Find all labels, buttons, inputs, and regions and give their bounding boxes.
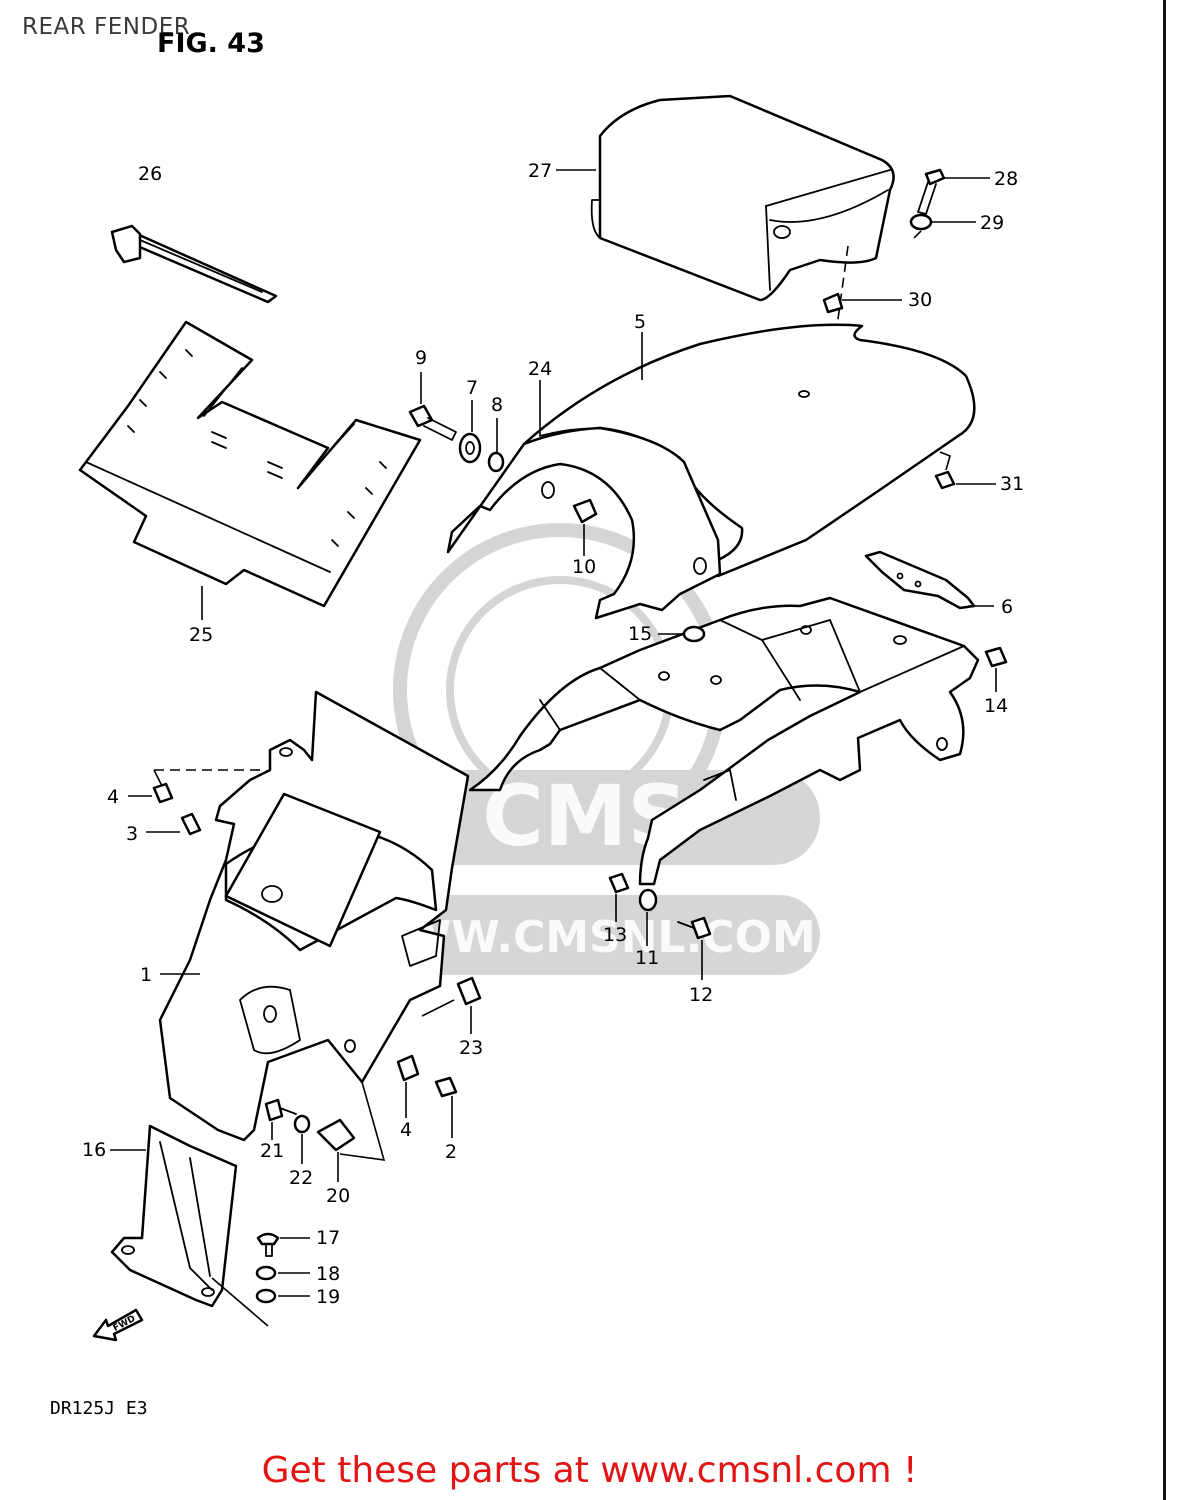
part-16-lower-flap — [110, 1124, 269, 1327]
callout-12: 12 — [689, 984, 713, 1006]
callout-5: 5 — [634, 311, 646, 333]
part-2-bolt — [434, 1076, 458, 1138]
figure-label: FIG. 43 — [157, 28, 265, 59]
part-29-washer — [909, 213, 976, 231]
callout-17: 17 — [316, 1227, 340, 1249]
callout-9: 9 — [415, 347, 427, 369]
callout-29: 29 — [980, 212, 1004, 234]
callout-4: 4 — [400, 1119, 412, 1141]
callout-16: 16 — [82, 1139, 106, 1161]
callout-20: 20 — [326, 1185, 350, 1207]
page-title: REAR FENDER — [22, 14, 191, 40]
callout-11: 11 — [635, 947, 659, 969]
assembly-guide-line — [913, 229, 923, 239]
part-21-bolt — [264, 1098, 297, 1140]
part-20-clip-nut — [316, 1081, 386, 1182]
part-13-nut — [608, 872, 630, 922]
part-3-bolt — [146, 812, 202, 836]
part-4-nut-lower — [396, 1054, 420, 1118]
callout-22: 22 — [289, 1167, 313, 1189]
callout-18: 18 — [316, 1263, 340, 1285]
callout-21: 21 — [260, 1140, 284, 1162]
part-11-washer — [638, 888, 658, 946]
model-code: DR125J E3 — [50, 1398, 148, 1419]
callout-23: 23 — [459, 1037, 483, 1059]
callout-10: 10 — [572, 556, 596, 578]
part-7-rubber-cushion — [458, 400, 482, 464]
part-9-bolt — [408, 372, 457, 441]
callout-4: 4 — [107, 786, 119, 808]
rear-frame-seat-rail — [468, 596, 980, 886]
callout-13: 13 — [603, 924, 627, 946]
callout-31: 31 — [1000, 473, 1024, 495]
part-12-bolt — [677, 916, 712, 980]
callout-3: 3 — [126, 823, 138, 845]
part-6-license-bracket — [864, 550, 994, 610]
callout-25: 25 — [189, 624, 213, 646]
part-8-spacer — [487, 418, 505, 473]
callout-28: 28 — [994, 168, 1018, 190]
part-31-nut — [934, 451, 996, 490]
callout-15: 15 — [628, 623, 652, 645]
part-28-bolt — [917, 168, 990, 215]
callout-27: 27 — [528, 160, 552, 182]
callout-1: 1 — [140, 964, 152, 986]
part-22-washer — [293, 1114, 311, 1164]
part-18-washer — [255, 1265, 310, 1281]
callout-19: 19 — [316, 1286, 340, 1308]
part-25-mud-flap — [78, 320, 422, 620]
assembly-guide-line — [827, 245, 849, 393]
part-26-cable-tie — [110, 224, 278, 304]
forward-direction-arrow-icon: FWD — [92, 1308, 144, 1342]
part-23-nut — [421, 976, 482, 1034]
part-24-side-cover — [446, 380, 722, 620]
callout-7: 7 — [466, 377, 478, 399]
page-border — [1163, 0, 1166, 1500]
callout-14: 14 — [984, 695, 1008, 717]
callout-24: 24 — [528, 358, 552, 380]
part-19-washer — [255, 1288, 310, 1304]
callout-26: 26 — [138, 163, 162, 185]
part-1-inner-fender — [158, 690, 470, 1142]
callout-8: 8 — [491, 394, 503, 416]
callout-6: 6 — [1001, 596, 1013, 618]
footer-link[interactable]: Get these parts at www.cmsnl.com ! — [261, 1450, 918, 1491]
part-15-cap — [658, 625, 706, 643]
part-27-seat-cushion — [556, 94, 895, 302]
part-10-nut — [572, 498, 598, 556]
part-30-grommet — [822, 292, 902, 314]
part-4-nut-upper — [128, 769, 260, 804]
callout-2: 2 — [445, 1141, 457, 1163]
part-17-screw — [256, 1232, 310, 1257]
callout-30: 30 — [908, 289, 932, 311]
part-14-nut — [984, 646, 1008, 692]
